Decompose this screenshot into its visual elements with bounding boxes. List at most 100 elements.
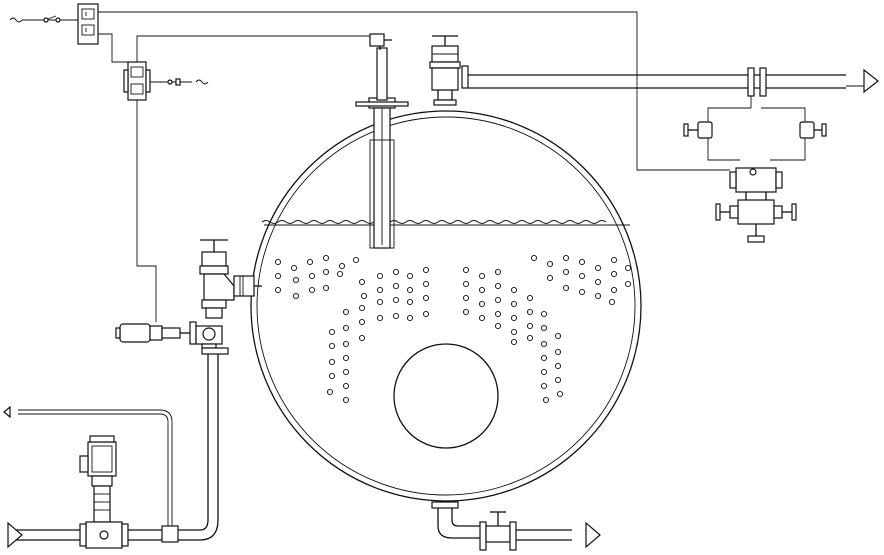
bubble	[342, 396, 350, 404]
bubble	[510, 314, 518, 322]
bubble	[526, 322, 534, 330]
controller-unit	[123, 61, 151, 101]
bubble	[336, 270, 344, 278]
boiler-drum	[250, 110, 642, 502]
feed-pump	[79, 435, 129, 549]
bubble	[510, 328, 518, 336]
bubble	[308, 272, 316, 280]
bubble	[530, 254, 538, 262]
bubble	[406, 272, 414, 280]
bubble	[554, 348, 562, 356]
bubble	[328, 342, 336, 350]
bubble	[360, 292, 368, 300]
bubble	[462, 308, 470, 316]
bubble	[494, 322, 502, 330]
bubble	[422, 294, 430, 302]
bubble	[342, 368, 350, 376]
bubble	[624, 264, 632, 272]
bubble	[610, 256, 618, 264]
bubble	[274, 258, 282, 266]
bubble	[546, 274, 554, 282]
ac-symbol-right	[195, 79, 209, 85]
bubble	[422, 280, 430, 288]
bubble	[562, 268, 570, 276]
bubble	[542, 396, 550, 404]
bubble	[510, 286, 518, 294]
water-level-line	[261, 220, 607, 224]
ac-symbol-left	[9, 17, 23, 23]
bubble	[578, 258, 586, 266]
bubble	[610, 286, 618, 294]
bubble	[358, 278, 366, 286]
bubble	[406, 286, 414, 294]
bubble	[462, 280, 470, 288]
bubble	[406, 298, 414, 306]
bubble	[540, 324, 548, 332]
bubble	[342, 382, 350, 390]
bubble	[526, 308, 534, 316]
signal-wiring	[98, 11, 730, 322]
furnace-tube	[393, 343, 499, 449]
bubble	[308, 286, 316, 294]
feedwater-inlet-arrow	[7, 521, 23, 549]
steam-outlet-pipe	[468, 67, 879, 97]
steam-bubbles	[274, 254, 632, 404]
bubble	[322, 254, 330, 262]
bubble	[540, 368, 548, 376]
bubble	[562, 284, 570, 292]
bubble	[274, 286, 282, 294]
bubble	[376, 286, 384, 294]
bubble	[554, 376, 562, 384]
bubble	[478, 272, 486, 280]
bubble	[392, 282, 400, 290]
bubble	[292, 276, 300, 284]
bubble	[342, 340, 350, 348]
bubble	[352, 256, 360, 264]
power-supply-unit	[77, 3, 99, 45]
bubble	[540, 310, 548, 318]
main-steam-valve	[429, 35, 469, 106]
bubble	[392, 268, 400, 276]
bubble	[462, 266, 470, 274]
bubble	[358, 334, 366, 342]
blowdown-outlet-arrow	[585, 521, 601, 549]
bubble	[358, 304, 366, 312]
bubble	[578, 288, 586, 296]
bubble	[328, 328, 336, 336]
bubble	[562, 254, 570, 262]
bubble	[326, 388, 334, 396]
bubble	[478, 300, 486, 308]
bubble	[462, 294, 470, 302]
bubble	[392, 296, 400, 304]
bubble	[342, 324, 350, 332]
bubble	[494, 282, 502, 290]
bubble	[328, 358, 336, 366]
recirculation-arrow	[3, 405, 11, 419]
bubble	[342, 354, 350, 362]
bubble	[478, 314, 486, 322]
level-probe	[355, 33, 409, 249]
bubble	[274, 272, 282, 280]
recirculation-line	[18, 409, 173, 528]
bubble	[322, 284, 330, 292]
bubble	[624, 280, 632, 288]
bubble	[376, 314, 384, 322]
bubble	[554, 332, 562, 340]
bubble	[392, 312, 400, 320]
bubble	[494, 268, 502, 276]
feed-control-valve	[115, 321, 229, 355]
bubble	[594, 292, 602, 300]
bubble	[376, 272, 384, 280]
blowdown-line	[431, 501, 572, 551]
bubble	[526, 294, 534, 302]
bubble	[290, 264, 298, 272]
bubble	[540, 382, 548, 390]
bubble	[478, 286, 486, 294]
bubble	[328, 372, 336, 380]
bubble	[556, 390, 564, 398]
feedwater-pipe	[10, 354, 219, 541]
bubble	[578, 272, 586, 280]
bubble	[540, 354, 548, 362]
bubble	[610, 270, 618, 278]
